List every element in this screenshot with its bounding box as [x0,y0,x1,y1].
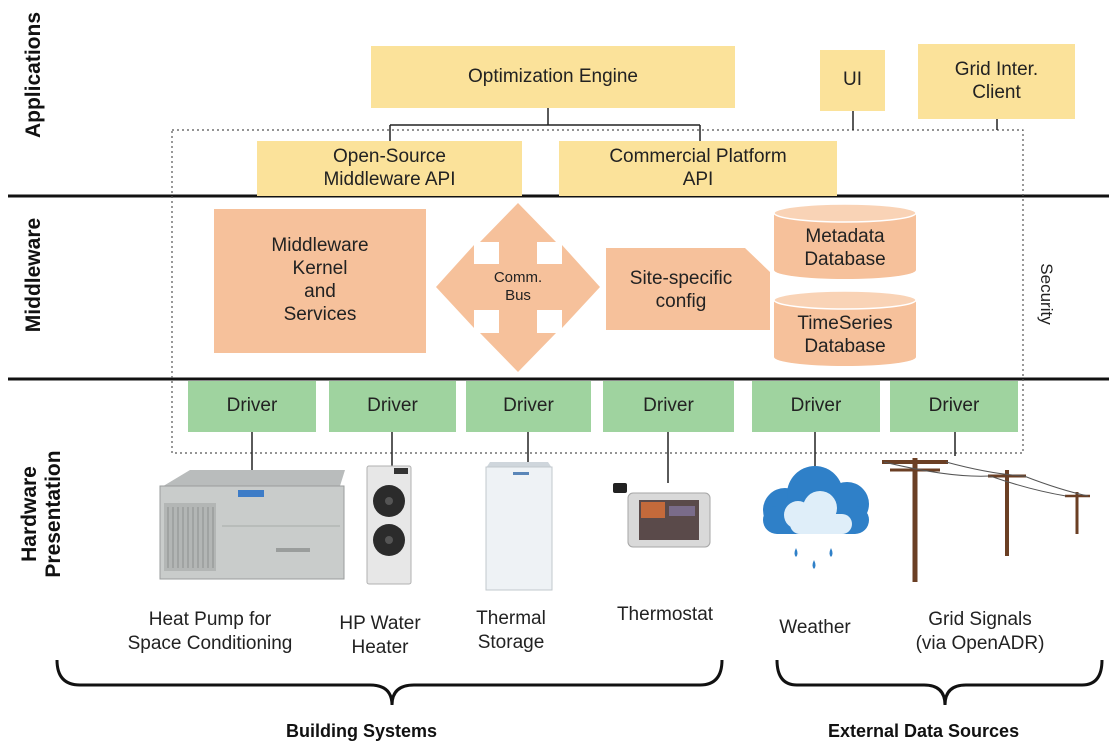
driver-thermostat: Driver [603,381,734,432]
grid-client-line1: Grid Inter. [954,58,1039,80]
caption-water-heater-line2: Heater [351,636,409,658]
group-label-external-data-sources: External Data Sources [828,721,1020,741]
thermal-storage-illustration [485,462,553,591]
open-source-api-line2: Middleware API [323,168,456,190]
driver-weather: Driver [752,381,880,432]
kernel-line3: and [304,281,336,302]
optimization-engine-box: Optimization Engine [371,46,735,108]
weather-cloud-illustration [763,466,869,569]
driver-heat-pump: Driver [188,381,316,432]
caption-grid-line2: (via OpenADR) [915,632,1045,654]
caption-grid-signals: Grid Signals (via OpenADR) [900,608,1060,656]
thermostat-illustration [613,483,711,548]
metadata-line1: Metadata [805,226,885,248]
timeseries-line2: Database [804,336,886,357]
kernel-line2: Kernel [292,258,348,280]
grid-client-line2: Client [972,81,1021,103]
timeseries-database-cylinder [773,290,917,366]
kernel-line4: Services [283,303,357,325]
caption-grid-line1: Grid Signals [928,609,1032,630]
grid-interface-client-box: Grid Inter. Client [918,44,1075,119]
building-systems-brace [55,659,724,706]
comm-bus-line1: Comm. [493,269,543,286]
kernel-line1: Middleware [271,235,369,257]
caption-thermostat: Thermostat [616,604,714,625]
security-label: Security [1037,263,1056,325]
caption-heat-pump: Heat Pump for Space Conditioning [110,608,310,656]
driver-grid-signals: Driver [890,381,1018,432]
comm-bus-label: Comm. Bus [474,264,562,310]
caption-heat-pump-line2: Space Conditioning [127,632,293,654]
caption-thermal-storage: Thermal Storage [456,607,566,655]
caption-water-heater-line1: HP Water [339,613,421,634]
metadata-database-label: Metadata Database [774,222,916,276]
caption-thermal-line1: Thermal [476,608,546,629]
site-config-label: Site-specific config [606,262,756,320]
middleware-kernel-box: Middleware Kernel and Services [214,209,426,353]
metadata-database-cylinder [773,203,917,279]
heat-pump-illustration [159,470,345,580]
site-config-line1: Site-specific [629,268,733,290]
open-source-middleware-api-box: Open-Source Middleware API [257,141,522,196]
utility-poles-illustration [882,458,1090,582]
driver-thermal-storage: Driver [466,381,591,432]
timeseries-database-label: TimeSeries Database [774,309,916,363]
metadata-line2: Database [804,249,886,270]
caption-weather: Weather [779,617,851,638]
comm-bus-arrow [436,203,600,372]
ui-box: UI [820,50,885,111]
site-config-line2: config [655,291,707,312]
commercial-api-line1: Commercial Platform [609,145,787,167]
caption-thermal-line2: Storage [477,631,545,653]
external-sources-brace [775,659,1104,706]
driver-water-heater: Driver [329,381,456,432]
comm-bus-line2: Bus [505,287,531,304]
timeseries-line1: TimeSeries [797,313,893,335]
site-config-shape [606,248,770,330]
commercial-platform-api-box: Commercial Platform API [559,141,837,196]
caption-water-heater: HP Water Heater [320,612,440,660]
group-label-building-systems: Building Systems [286,721,438,741]
water-heater-illustration [366,465,412,585]
commercial-api-line2: API [682,168,714,190]
caption-heat-pump-line1: Heat Pump for [148,609,272,630]
open-source-api-line1: Open-Source [332,145,446,167]
security-frame [171,129,1024,454]
